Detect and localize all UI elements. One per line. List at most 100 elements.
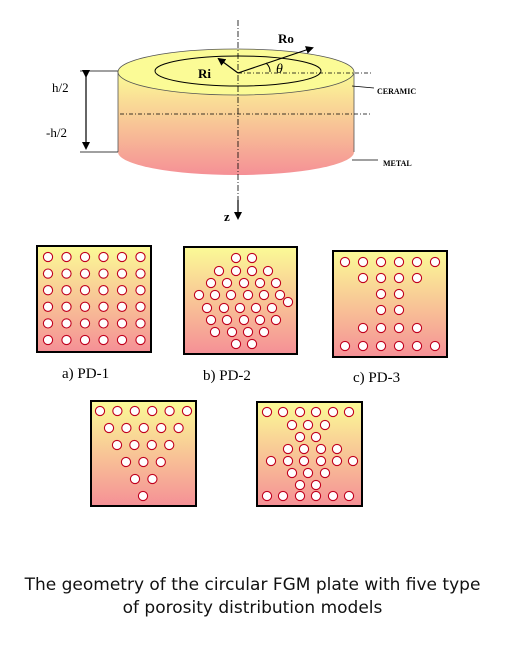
pore-icon [98, 301, 109, 312]
pore-icon [98, 334, 109, 346]
pore-icon [339, 340, 351, 352]
pore-icon [265, 455, 277, 467]
pore-icon [310, 479, 322, 491]
pore-icon [393, 272, 405, 284]
figure-caption: The geometry of the circular FGM plate w… [0, 574, 505, 620]
pore-icon [218, 302, 230, 314]
pore-icon [238, 314, 250, 326]
metal-label: METAL [383, 159, 412, 168]
pore-icon [225, 289, 237, 301]
pore-icon [98, 318, 109, 329]
pore-icon [61, 285, 72, 296]
pore-icon [327, 406, 339, 418]
panel-pd2-box [183, 246, 298, 355]
pore-icon [331, 443, 343, 455]
pore-icon [135, 318, 146, 329]
pore-icon [42, 301, 54, 312]
pd5-pores [261, 406, 359, 502]
pore-icon [315, 455, 327, 467]
pore-icon [79, 318, 91, 329]
caption-pd3: c) PD-3 [353, 370, 400, 386]
pore-icon [277, 490, 289, 502]
pore-icon [375, 340, 387, 352]
panel-pd2 [183, 246, 298, 355]
pore-icon [242, 289, 254, 301]
caption-pd2: b) PD-2 [203, 368, 251, 384]
pore-icon [138, 456, 149, 468]
pore-icon [294, 490, 306, 502]
pore-icon [155, 456, 166, 468]
pore-icon [343, 406, 355, 418]
panel-pd4-box [90, 400, 197, 507]
pore-icon [129, 405, 140, 417]
pore-icon [79, 285, 91, 296]
pore-icon [103, 422, 115, 434]
pore-icon [79, 301, 91, 312]
pore-icon [258, 326, 270, 338]
pore-icon [375, 304, 387, 316]
pore-icon [193, 289, 205, 301]
pore-icon [61, 251, 72, 263]
pore-icon [156, 422, 167, 434]
pore-icon [246, 252, 258, 264]
pore-icon [357, 256, 369, 268]
pore-icon [298, 455, 310, 467]
pore-icon [61, 318, 72, 329]
pore-icon [205, 277, 217, 289]
pore-icon [277, 406, 289, 418]
pore-icon [116, 301, 128, 312]
pore-icon [116, 285, 128, 296]
panel-pd5 [256, 401, 363, 507]
pore-icon [209, 326, 221, 338]
pore-icon [411, 340, 423, 352]
pore-icon [61, 334, 72, 346]
pore-icon [42, 318, 54, 329]
pore-icon [147, 405, 158, 417]
pore-icon [347, 455, 359, 467]
pore-icon [173, 422, 184, 434]
bottom-surface-label: -h/2 [46, 125, 67, 140]
pore-icon [429, 256, 441, 268]
pore-icon [98, 251, 109, 263]
pore-icon [234, 302, 246, 314]
pore-icon [226, 326, 238, 338]
pore-icon [393, 340, 405, 352]
pore-icon [121, 422, 132, 434]
pore-icon [79, 268, 91, 279]
pore-icon [94, 405, 106, 417]
pore-icon [298, 443, 310, 455]
pore-icon [282, 455, 294, 467]
pore-icon [164, 439, 175, 451]
pore-icon [138, 422, 149, 434]
pd2-pores [193, 252, 294, 350]
pore-icon [266, 302, 278, 314]
pore-icon [98, 285, 109, 296]
fgm-cylinder: Ro Ri θ h/2 -h/2 CERAMIC METAL z [46, 20, 416, 224]
pore-icon [164, 405, 175, 417]
pore-icon [254, 277, 266, 289]
pore-icon [42, 251, 54, 263]
figure-caption-line-1: The geometry of the circular FGM plate w… [24, 575, 481, 595]
pore-icon [411, 272, 423, 284]
pore-icon [411, 322, 423, 334]
ri-label: Ri [198, 66, 211, 81]
pore-icon [254, 314, 266, 326]
pore-icon [357, 340, 369, 352]
pore-icon [262, 265, 274, 277]
pore-icon [61, 268, 72, 279]
pore-icon [261, 406, 273, 418]
pore-icon [129, 473, 141, 485]
pore-icon [270, 277, 282, 289]
pd1-pores [42, 251, 146, 346]
pore-icon [310, 406, 322, 418]
pore-icon [116, 334, 128, 346]
pore-icon [375, 322, 387, 334]
caption-pd1: a) PD-1 [62, 366, 109, 382]
pd4-pores [94, 405, 193, 502]
pore-icon [135, 301, 146, 312]
pore-icon [147, 473, 158, 485]
pore-icon [319, 467, 331, 479]
pore-icon [343, 490, 355, 502]
pore-icon [274, 289, 286, 301]
ri-arrow [217, 57, 239, 74]
